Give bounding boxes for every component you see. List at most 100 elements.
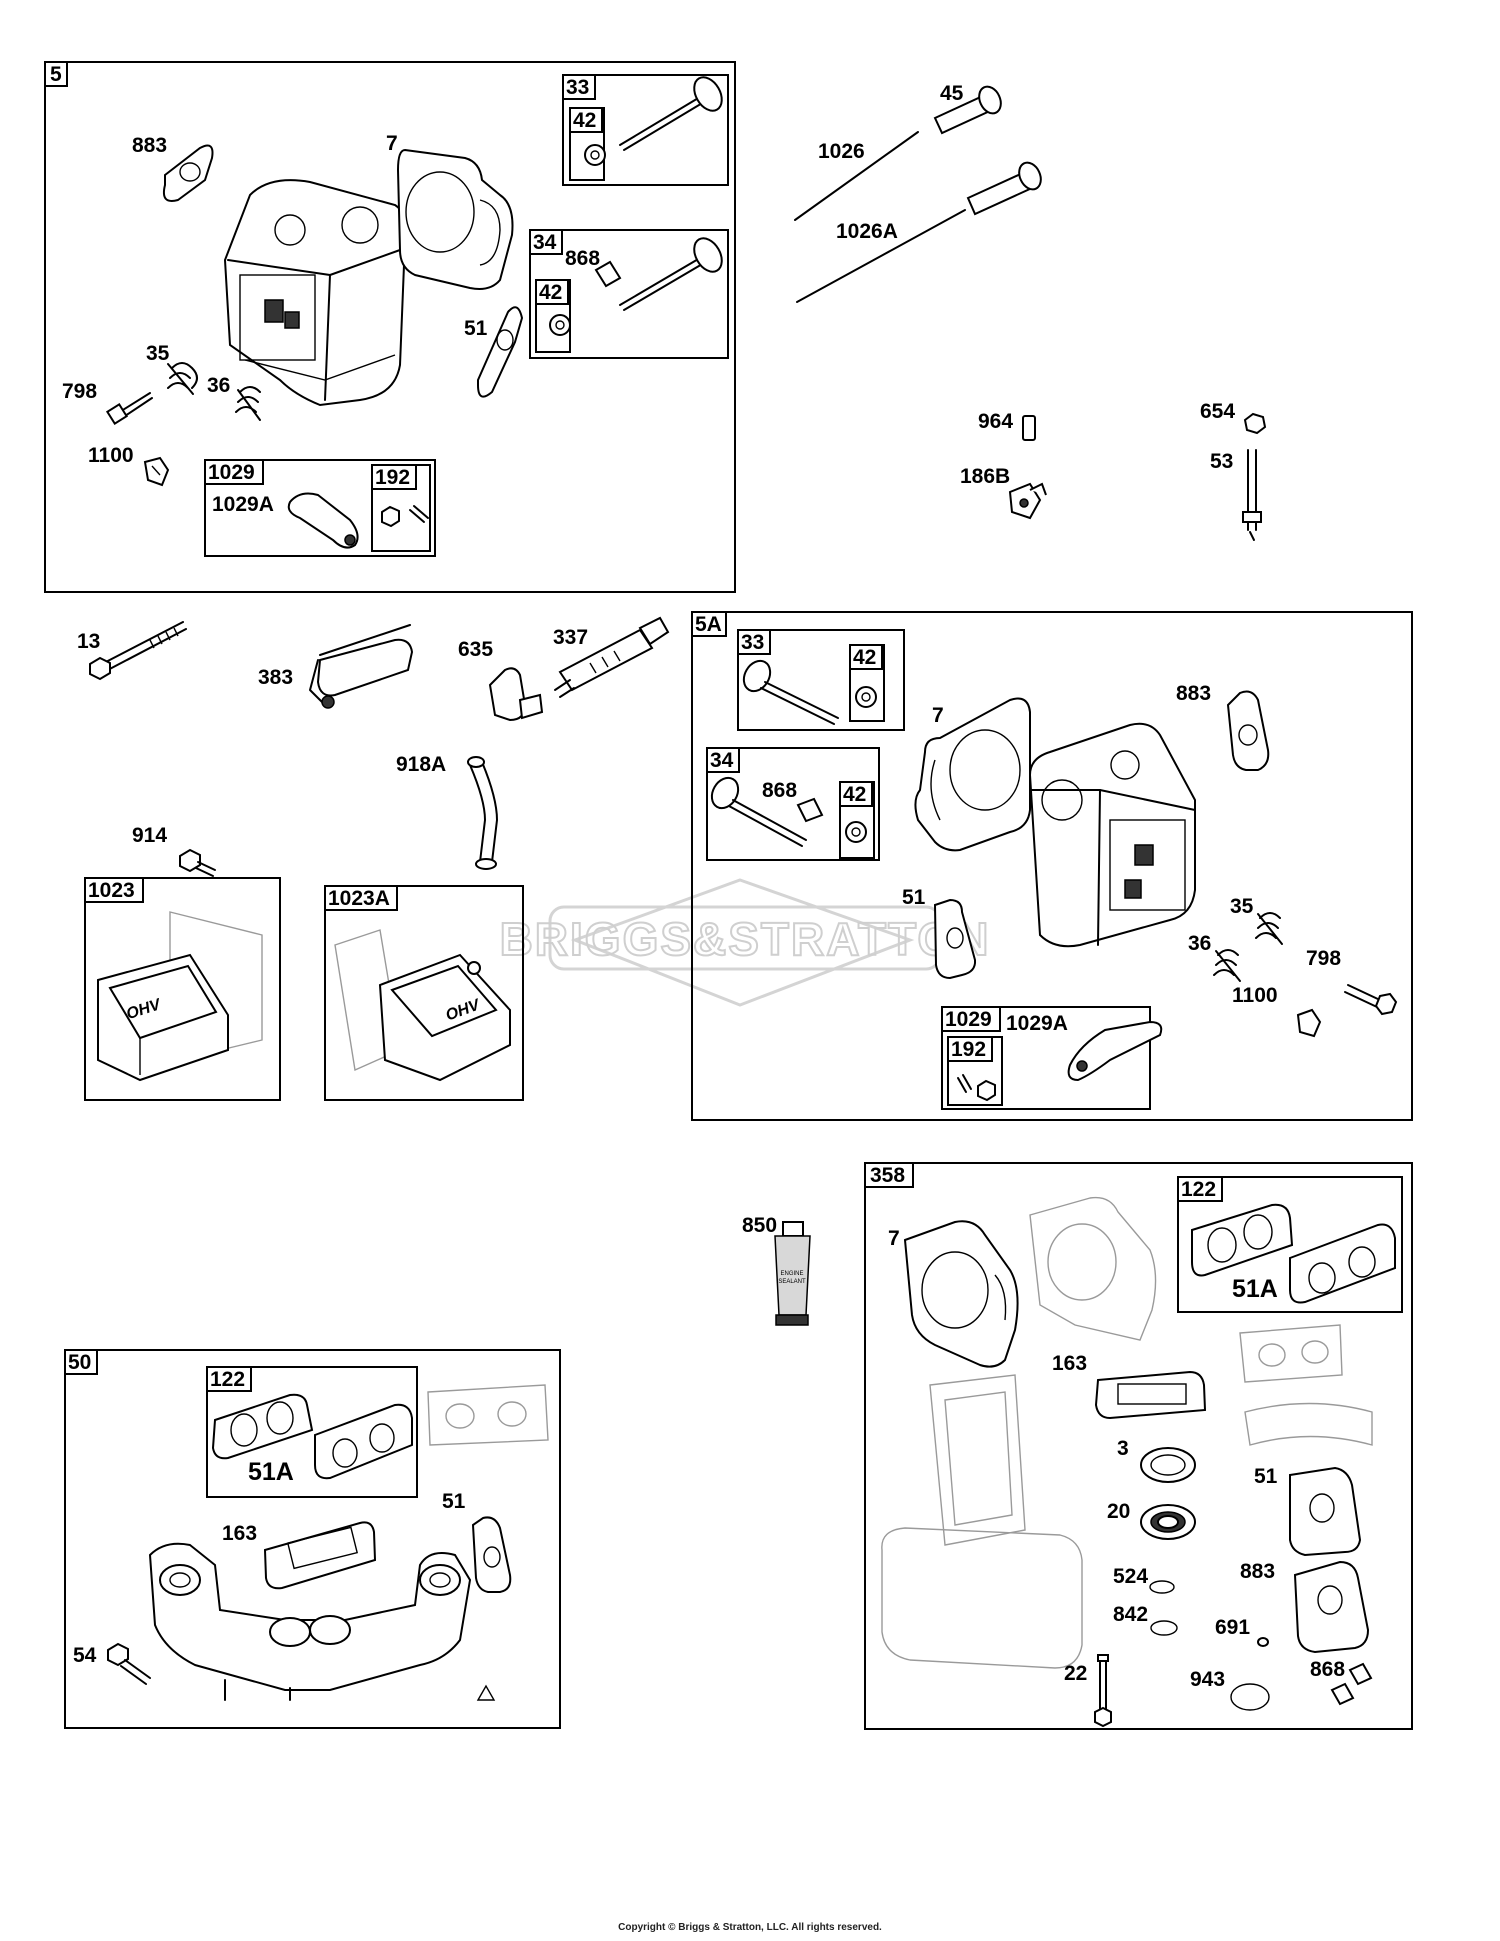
- part-3-seal: [1140, 1447, 1196, 1483]
- label-635: 635: [458, 638, 493, 661]
- kit-50-122-tag: 122: [210, 1368, 245, 1391]
- label-883: 883: [132, 134, 167, 157]
- kit-192-tag-box: [371, 464, 417, 490]
- label-914: 914: [132, 824, 167, 847]
- kit-5a-1029-frame: [941, 1006, 1151, 1110]
- kit-50-tag: 50: [68, 1351, 91, 1374]
- label-36: 36: [207, 374, 230, 397]
- label-850: 850: [742, 1214, 777, 1237]
- label-1026a: 1026A: [836, 220, 898, 243]
- part-rocker-arm: [287, 492, 359, 549]
- part-691-oring: [1257, 1637, 1269, 1647]
- part-883-exhaust-gasket: [162, 144, 214, 202]
- part-5a-883-gasket: [1226, 690, 1270, 771]
- part-36-spring: [235, 386, 261, 421]
- label-20: 20: [1107, 1500, 1130, 1523]
- kit-33-tag: 33: [566, 76, 589, 99]
- label-163: 163: [222, 1522, 257, 1545]
- label-798: 798: [62, 380, 97, 403]
- part-943-oring: [1230, 1683, 1270, 1711]
- kit-34-tag: 34: [533, 231, 557, 254]
- part-798-bolt: [105, 392, 153, 426]
- part-1026-pushrod: [794, 131, 919, 221]
- part-842-oring: [1150, 1620, 1178, 1636]
- label-51-kit5a: 51: [902, 886, 926, 909]
- kit-34-frame: [529, 229, 729, 359]
- part-5a-192-nut-screw: [957, 1074, 996, 1102]
- label-7-kit358: 7: [888, 1227, 900, 1250]
- label-51a-kit50: 51A: [248, 1458, 294, 1486]
- part-22-bolt: [1094, 1654, 1112, 1728]
- kit-5a-tag: 5A: [695, 613, 722, 636]
- kit-5a-1029-tag: 1029: [945, 1008, 992, 1031]
- kit-5a-192-tag-box: [947, 1036, 993, 1062]
- kit-5a-33-frame: [737, 629, 905, 731]
- kit-1023-tag-box: [84, 877, 144, 903]
- kit-50-tag-box: [64, 1349, 98, 1375]
- kit-33-frame: [562, 74, 729, 186]
- label-7-kit5a: 7: [932, 704, 944, 727]
- kit-50-frame: [64, 1349, 561, 1729]
- label-51-kit50: 51: [442, 1490, 466, 1513]
- kit-5-frame: [44, 61, 736, 593]
- part-192-nut-screw: [381, 505, 429, 528]
- tube-text-2: SEALANT: [778, 1279, 806, 1285]
- briggs-stratton-watermark: BRIGGS&STRATTON: [499, 878, 991, 1007]
- kit-5a-33-tag: 33: [741, 631, 764, 654]
- label-51: 51: [464, 317, 488, 340]
- kit-33-tag-box: [562, 74, 596, 100]
- kit-192-tag: 192: [375, 466, 410, 489]
- watermark-text: BRIGGS&STRATTON: [500, 913, 991, 965]
- kit-5-tag: 5: [50, 63, 62, 86]
- part-5a-rocker-arm: [1067, 1020, 1163, 1082]
- kit-34-42-tag: 42: [539, 281, 562, 304]
- kit-33-42-tag: 42: [573, 109, 596, 132]
- part-358-163-gasket: [1094, 1370, 1207, 1420]
- part-5a-35-spring: [1255, 912, 1283, 945]
- part-7-head-gasket: [396, 148, 514, 290]
- part-358-122-gasket-a: [1191, 1203, 1294, 1277]
- tube-text-1: ENGINE: [780, 1271, 803, 1277]
- kit-34-tag-box: [529, 229, 563, 255]
- part-5a-33-valve: [742, 659, 877, 725]
- label-1029a-kit5a: 1029A: [1006, 1012, 1068, 1035]
- label-13: 13: [77, 630, 100, 653]
- part-5a-7-head-gasket: [914, 697, 1031, 852]
- kit-50-122-frame: [206, 1366, 418, 1498]
- kit-5a-34-42-tag-box: [839, 781, 873, 807]
- label-964: 964: [978, 410, 1013, 433]
- kit-5a-34-frame: [706, 747, 880, 861]
- kit-1023a-frame: [324, 885, 524, 1101]
- part-964-pin: [1022, 415, 1036, 441]
- kit-50-122-tag-box: [206, 1366, 252, 1392]
- part-635-boot: [488, 667, 544, 722]
- part-524-oring: [1149, 1580, 1175, 1594]
- label-943: 943: [1190, 1668, 1225, 1691]
- kit-1023-frame: [84, 877, 281, 1101]
- part-1100-clip: [143, 456, 170, 487]
- label-35: 35: [146, 342, 170, 365]
- label-7: 7: [386, 132, 398, 155]
- part-850-sealant-tube: ENGINE SEALANT: [774, 1221, 811, 1326]
- label-1100-kit5a: 1100: [1232, 984, 1278, 1007]
- label-1026: 1026: [818, 140, 865, 163]
- label-918a: 918A: [396, 753, 446, 776]
- label-654: 654: [1200, 400, 1235, 423]
- label-1029a: 1029A: [212, 493, 274, 516]
- label-337: 337: [553, 626, 588, 649]
- kit-5a-34-tag: 34: [710, 749, 734, 772]
- kit-1023-tag: 1023: [88, 879, 135, 902]
- part-5a-cylinder-head: [1028, 722, 1196, 948]
- part-5a-798-bolt: [1344, 984, 1398, 1016]
- part-13-bolt: [89, 621, 187, 681]
- part-918a-tube: [467, 756, 498, 870]
- kit-34-42-tag-box: [535, 279, 569, 305]
- label-186b: 186B: [960, 465, 1010, 488]
- kit-1029-frame: [204, 459, 436, 557]
- part-35-spring: [167, 362, 198, 395]
- part-33-valve: [584, 76, 723, 166]
- kit-5a-33-42-tag-box: [849, 644, 883, 670]
- label-36-kit5a: 36: [1188, 932, 1211, 955]
- kit-358-frame: [864, 1162, 1413, 1730]
- label-22: 22: [1064, 1662, 1087, 1685]
